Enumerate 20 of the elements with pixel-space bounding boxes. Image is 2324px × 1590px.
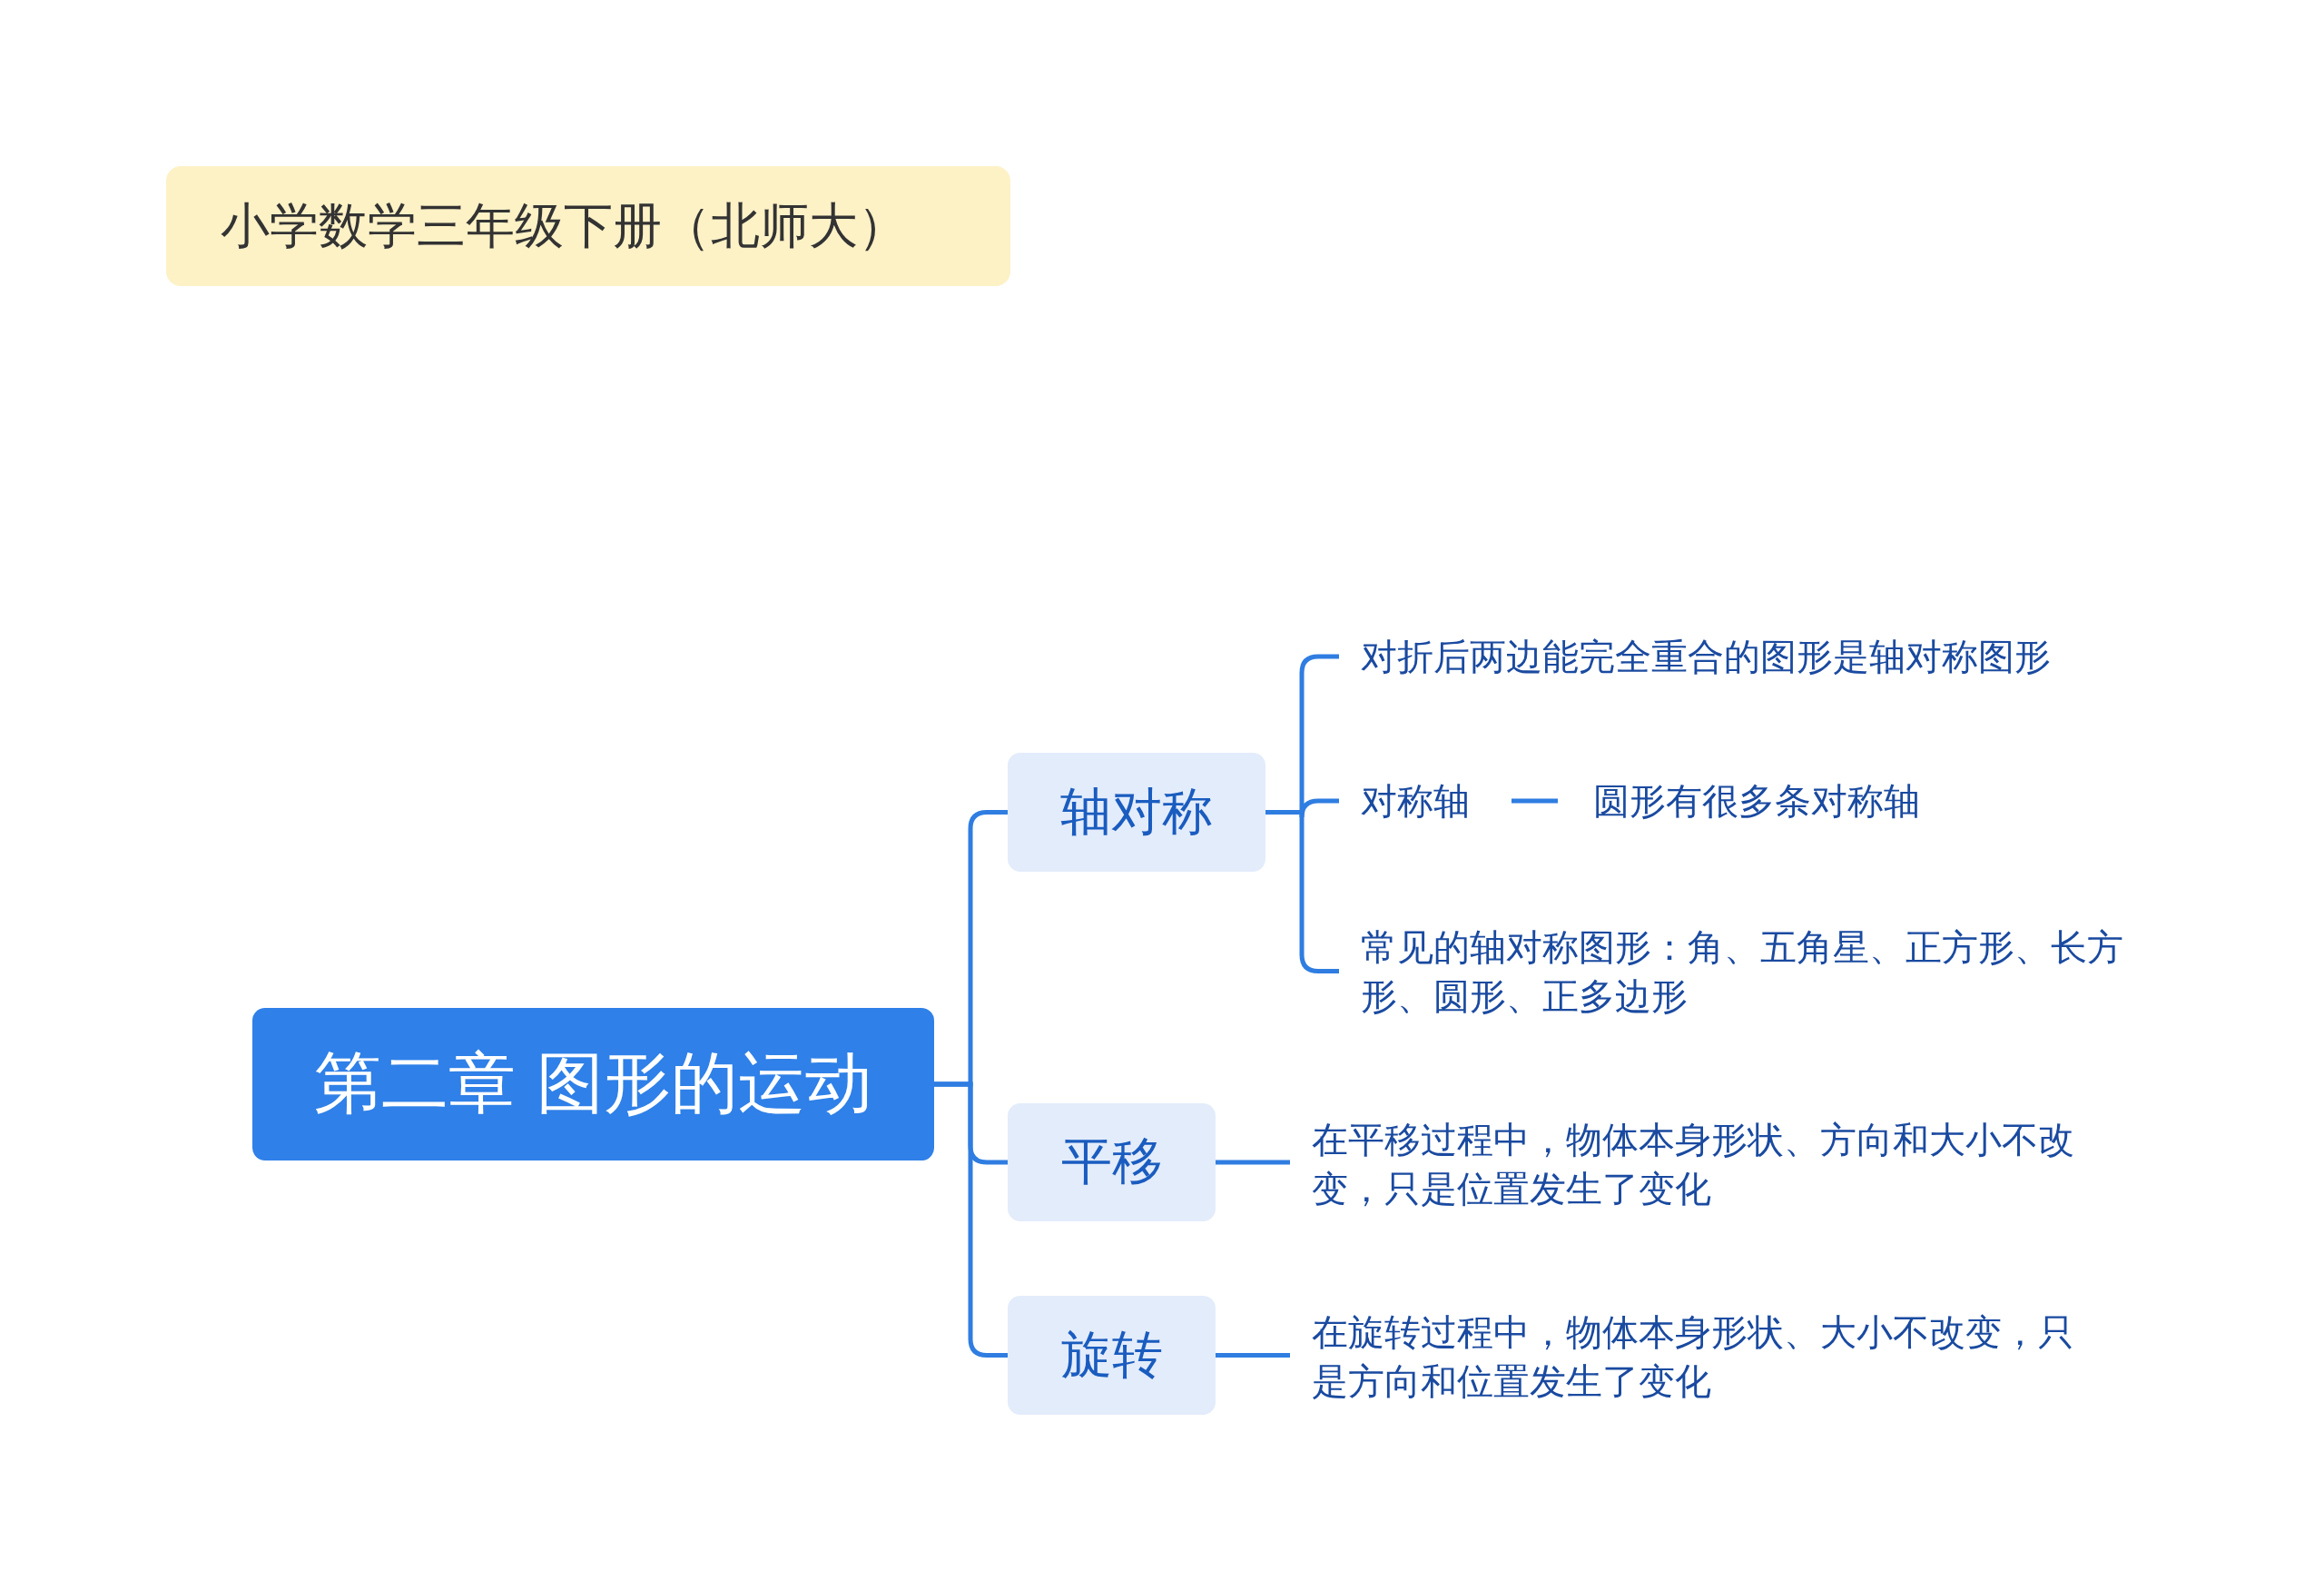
topic-label: 轴对称 <box>1060 780 1213 843</box>
note-text: 圆形有很多条对称轴 <box>1593 779 1920 824</box>
topic-box <box>1008 753 1265 872</box>
topic-label: 旋转 <box>1060 1323 1163 1386</box>
topic-label: 平移 <box>1060 1131 1163 1192</box>
central-topic-box <box>252 1008 934 1160</box>
topic-label: 第二章 图形的运动 <box>313 1042 873 1123</box>
note-text: 在旋转过程中，物体本身形状、大小不改变，只是方向和位置发生了变化 <box>1312 1309 2075 1404</box>
topic-box <box>1008 1296 1216 1415</box>
title-box <box>166 166 1010 286</box>
connector-line <box>1265 810 1339 973</box>
note-text: 在平移过程中，物体本身形状、方向和大小不改变，只是位置发生了变化 <box>1312 1117 2075 1211</box>
topic-label: 小学数学三年级下册（北师大） <box>221 195 907 256</box>
connector-line <box>1216 1160 1290 1165</box>
topic-box <box>1008 1103 1216 1221</box>
note-text: 对称轴 <box>1361 779 1470 824</box>
note-text: 常见的轴对称图形：角、五角星、正方形、长方形、圆形、正多边形 <box>1361 924 2124 1019</box>
note-text: 对折后两边能完全重合的图形是轴对称图形 <box>1361 635 2051 679</box>
connector-line <box>1216 1353 1290 1358</box>
connector-line <box>1512 798 1558 804</box>
